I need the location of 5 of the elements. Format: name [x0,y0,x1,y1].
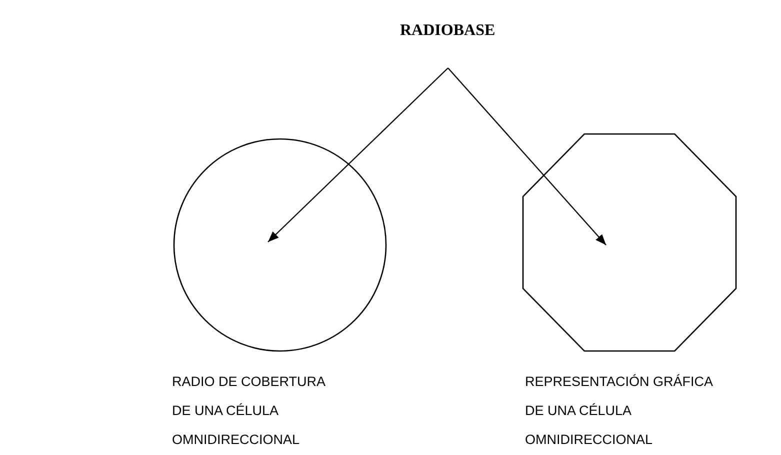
arrow [268,68,448,242]
arrow [448,68,606,246]
cell-caption: RADIO DE COBERTURA DE UNA CÉLULA OMNIDIRECCIONAL [172,373,326,449]
cell-caption: REPRESENTACIÓN GRÁFICA DE UNA CÉLULA OMNIDIRECCIONAL [525,373,714,449]
station-label: RADIOBASE [400,22,496,40]
